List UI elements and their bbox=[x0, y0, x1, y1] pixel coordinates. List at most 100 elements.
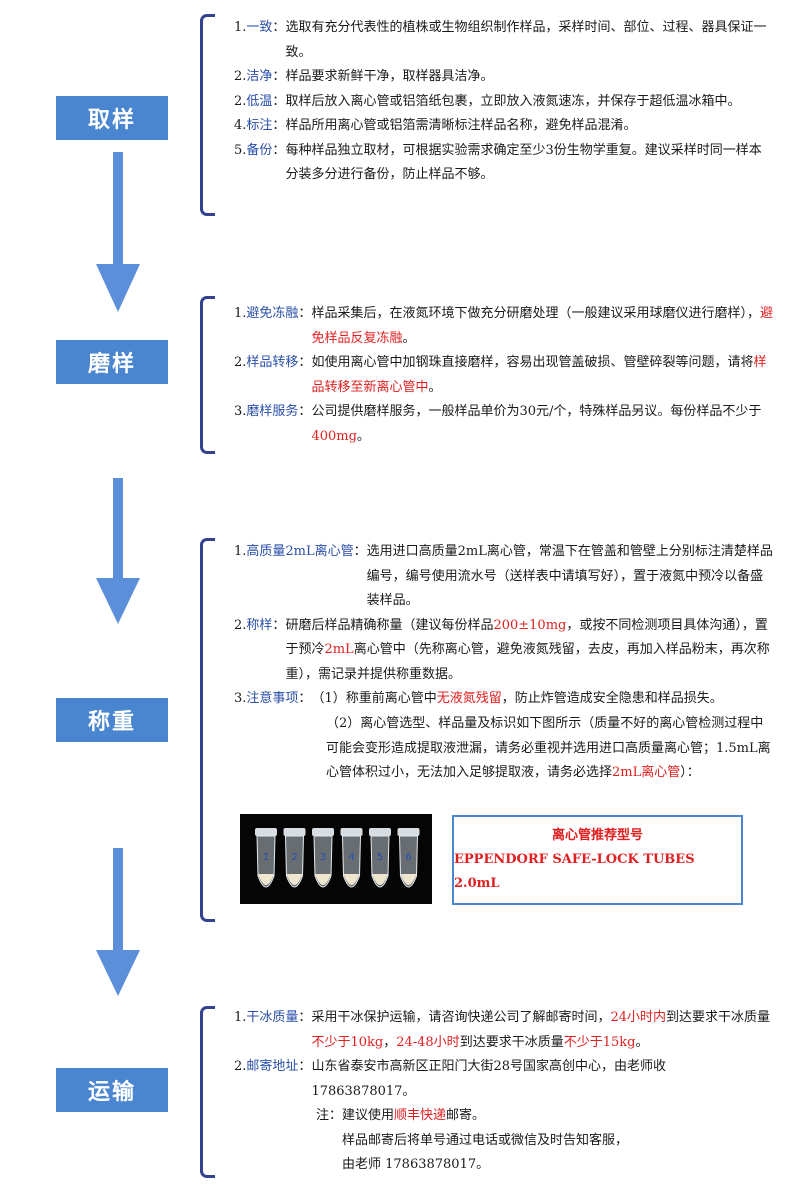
highlight-text: 200±10mg bbox=[493, 617, 567, 633]
item-number: 1. bbox=[234, 20, 247, 35]
tubes-photo: 1 2 3 4 5 6 bbox=[240, 814, 432, 904]
note-line: 样品邮寄后将单号通过电话或微信及时告知客服， bbox=[316, 1129, 776, 1154]
item-colon: ： bbox=[272, 118, 286, 133]
body-text: 选取有充分代表性的植株或生物组织制作样品，采样时间、部位、过程、器具保证一致。 bbox=[285, 20, 767, 60]
item-number: 1. bbox=[234, 544, 247, 559]
item-keyword: 高质量2mL离心管 bbox=[246, 544, 354, 559]
body-text: 注：建议使用 bbox=[316, 1108, 395, 1123]
item-keyword: 磨样服务 bbox=[246, 404, 299, 419]
tube-label: 5 bbox=[377, 852, 383, 863]
highlight-text: 2mL bbox=[324, 642, 354, 657]
item-number: 2. bbox=[234, 93, 247, 109]
item-number: 2. bbox=[234, 69, 247, 84]
item-colon: ： bbox=[298, 355, 312, 370]
item-text: 每种样品独立取材，可根据实验需求确定至少3份生物学重复。建议采样时同一样本分装多… bbox=[285, 139, 774, 188]
highlight-text: 24-48小时 bbox=[396, 1034, 460, 1050]
highlight-text: 400mg bbox=[311, 428, 357, 444]
item-number: 1. bbox=[234, 1010, 247, 1025]
item-number: 4. bbox=[234, 118, 247, 133]
item-label: 2.低温： bbox=[234, 90, 285, 115]
item-keyword: 备份 bbox=[246, 142, 273, 158]
item-keyword: 称样 bbox=[246, 617, 273, 633]
body-text: ）： bbox=[680, 765, 700, 780]
item-label: 1.避免冻融： bbox=[234, 302, 311, 351]
tube-label: 2 bbox=[291, 852, 297, 863]
item-text: 样品要求新鲜干净，取样器具洁净。 bbox=[285, 65, 774, 90]
item-keyword: 样品转移 bbox=[246, 355, 299, 370]
item-keyword: 注意事项 bbox=[246, 691, 299, 706]
body-text: 离心管中（先称离心管，避免液氮残留，去皮，再加入样品粉末，再次称重），需记录并提… bbox=[285, 642, 770, 682]
body-text: 样品采集后，在液氮环境下做充分研磨处理（一般建议采用球磨仪进行磨样）， bbox=[311, 306, 760, 321]
tube: 4 bbox=[340, 828, 363, 888]
body-text: 山东省泰安市高新区正阳门大街28号国家高创中心，由老师收 17863878017… bbox=[311, 1059, 666, 1099]
item-label: 1.干冰质量： bbox=[234, 1006, 311, 1055]
item-number: 1. bbox=[234, 306, 247, 321]
tube: 5 bbox=[369, 828, 391, 888]
tube-label: 4 bbox=[348, 852, 354, 863]
down-arrow-icon bbox=[96, 478, 140, 624]
tube-recommendation-box: 离心管推荐型号 EPPENDORF SAFE-LOCK TUBES 2.0mL bbox=[452, 815, 743, 905]
body-text: ， bbox=[383, 1034, 397, 1050]
list-item: 2.样品转移：如使用离心管中加钢珠直接磨样，容易出现管盖破损、管壁碎裂等问题，请… bbox=[234, 351, 774, 400]
body-text: 样品邮寄后将单号通过电话或微信及时告知客服， bbox=[342, 1132, 629, 1148]
highlight-text: 无液氮残留 bbox=[436, 691, 502, 706]
item-label: 1.高质量2mL离心管： bbox=[234, 540, 367, 614]
highlight-text: 样品转移至新离心管中 bbox=[311, 355, 767, 395]
item-colon: ： bbox=[272, 142, 286, 158]
body-text: 。 bbox=[428, 379, 442, 395]
item-colon: ： bbox=[272, 20, 286, 35]
body-text: （1）称重前离心管中 bbox=[311, 691, 437, 706]
item-keyword: 低温 bbox=[246, 93, 273, 109]
list-item: 1.干冰质量：采用干冰保护运输，请咨询快递公司了解邮寄时间，24小时内到达要求干… bbox=[234, 1006, 774, 1055]
highlight-text: 不少于15kg bbox=[563, 1034, 636, 1050]
item-number: 2. bbox=[234, 617, 247, 633]
body-text: 。 bbox=[356, 428, 370, 444]
tube: 3 bbox=[312, 828, 334, 888]
step-title-shipping: 运输 bbox=[56, 1068, 168, 1112]
body-text: 样品所用离心管或铝箔需清晰标注样品名称，避免样品混淆。 bbox=[285, 118, 637, 133]
item-keyword: 避免冻融 bbox=[246, 306, 299, 321]
item-number: 2. bbox=[234, 1059, 247, 1074]
item-label: 2.洁净： bbox=[234, 65, 285, 90]
list-item: 4.标注：样品所用离心管或铝箔需清晰标注样品名称，避免样品混淆。 bbox=[234, 114, 774, 139]
item-text: 采用干冰保护运输，请咨询快递公司了解邮寄时间，24小时内到达要求干冰质量不少于1… bbox=[311, 1006, 774, 1055]
tube-label: 6 bbox=[405, 852, 411, 863]
body-text: 取样后放入离心管或铝箔纸包裹，立即放入液氮速冻，并保存于超低温冰箱中。 bbox=[285, 93, 741, 109]
list-item: 2.邮寄地址：山东省泰安市高新区正阳门大街28号国家高创中心，由老师收 1786… bbox=[234, 1055, 774, 1104]
body-text: 。 bbox=[402, 330, 416, 346]
item-text: 研磨后样品精确称量（建议每份样品200±10mg，或按不同检测项目具体沟通），置… bbox=[285, 614, 774, 688]
tube: 1 bbox=[255, 828, 277, 888]
body-text: （2）离心管选型、样品量及标识如下图所示（质量不好的离心管检测过程中可能会变形造… bbox=[326, 716, 771, 780]
body-text: ，或按不同检测项目具体沟通），置于预冷 bbox=[285, 617, 768, 658]
recommendation-title: 离心管推荐型号 bbox=[551, 828, 643, 843]
recommendation-model: EPPENDORF SAFE-LOCK TUBES 2.0mL bbox=[454, 852, 695, 891]
list-item: 5.备份：每种样品独立取材，可根据实验需求确定至少3份生物学重复。建议采样时同一… bbox=[234, 139, 774, 188]
item-text: 样品采集后，在液氮环境下做充分研磨处理（一般建议采用球磨仪进行磨样），避免样品反… bbox=[311, 302, 774, 351]
step-title-weighing: 称重 bbox=[56, 698, 168, 742]
item-label: 4.标注： bbox=[234, 114, 285, 139]
item-label: 1.一致： bbox=[234, 16, 285, 65]
shipping-notes: 注：建议使用顺丰快递邮寄。样品邮寄后将单号通过电话或微信及时告知客服，由老师 1… bbox=[316, 1104, 776, 1178]
item-keyword: 一致 bbox=[246, 20, 273, 35]
item-colon: ： bbox=[272, 617, 286, 633]
item-text: （1）称重前离心管中无液氮残留，防止炸管造成安全隐患和样品损失。 bbox=[311, 687, 774, 712]
body-text: 选用进口高质量2mL离心管，常温下在管盖和管壁上分别标注清楚样品编号，编号使用流… bbox=[366, 544, 773, 608]
item-keyword: 标注 bbox=[246, 118, 273, 133]
weighing-section: 1.高质量2mL离心管：选用进口高质量2mL离心管，常温下在管盖和管壁上分别标注… bbox=[234, 540, 774, 712]
body-text: 采用干冰保护运输，请咨询快递公司了解邮寄时间， bbox=[311, 1010, 611, 1025]
tube: 6 bbox=[397, 828, 420, 888]
item-colon: ： bbox=[272, 69, 286, 84]
item-text: 选取有充分代表性的植株或生物组织制作样品，采样时间、部位、过程、器具保证一致。 bbox=[285, 16, 774, 65]
item-label: 2.邮寄地址： bbox=[234, 1055, 311, 1104]
list-item: 1.高质量2mL离心管：选用进口高质量2mL离心管，常温下在管盖和管壁上分别标注… bbox=[234, 540, 774, 614]
tube-label: 1 bbox=[263, 852, 269, 863]
step-title-grinding: 磨样 bbox=[56, 340, 168, 384]
body-text: 公司提供磨样服务，一般样品单价为30元/个，特殊样品另议。每份样品不少于 bbox=[311, 404, 762, 419]
body-text: 到达要求干冰质量 bbox=[459, 1034, 564, 1050]
body-text: 由老师 17863878017。 bbox=[342, 1157, 490, 1172]
sampling-section: 1.一致：选取有充分代表性的植株或生物组织制作样品，采样时间、部位、过程、器具保… bbox=[234, 16, 774, 188]
list-item: 3.磨样服务：公司提供磨样服务，一般样品单价为30元/个，特殊样品另议。每份样品… bbox=[234, 400, 774, 449]
item-text: 如使用离心管中加钢珠直接磨样，容易出现管盖破损、管壁碎裂等问题，请将样品转移至新… bbox=[311, 351, 774, 400]
section-bracket bbox=[200, 538, 215, 922]
highlight-text: 顺丰快递 bbox=[394, 1108, 447, 1123]
